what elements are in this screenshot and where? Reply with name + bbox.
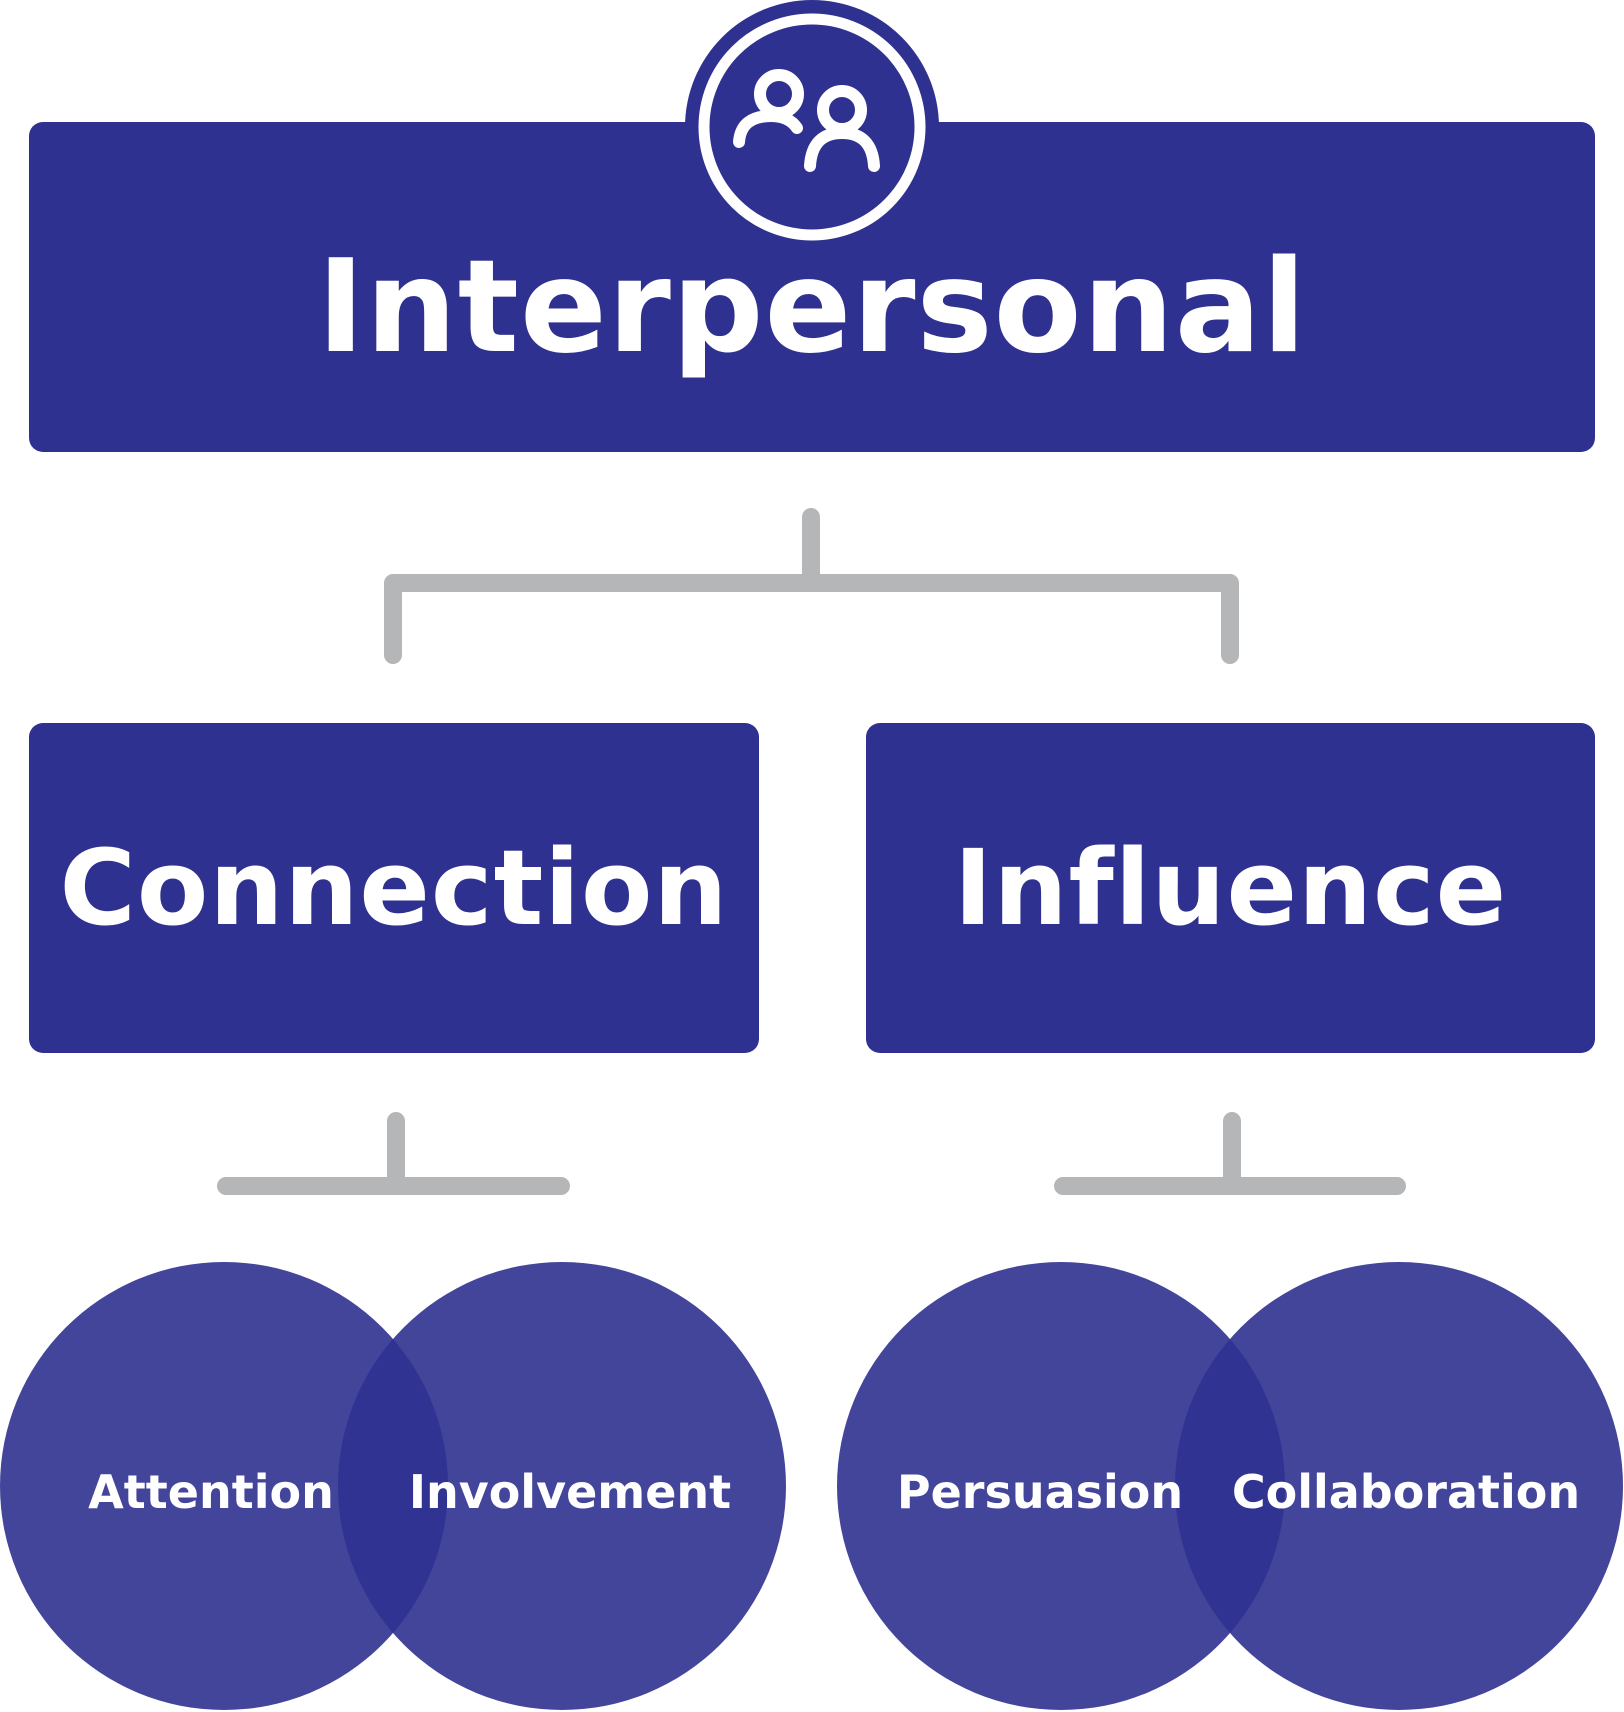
branch-box-influence: Influence (866, 723, 1595, 1053)
influence-connector (1054, 1112, 1406, 1195)
label-involvement: Involvement (408, 1465, 732, 1519)
root-box-interpersonal: Interpersonal (29, 122, 1595, 452)
circle-collaboration (1175, 1262, 1623, 1710)
circle-involvement (338, 1262, 786, 1710)
root-connector (384, 508, 1239, 664)
people-icon (685, 0, 939, 254)
connection-connector (217, 1112, 570, 1195)
branch-box-connection: Connection (29, 723, 759, 1053)
label-collaboration: Collaboration (1231, 1465, 1581, 1519)
root-label: Interpersonal (317, 232, 1307, 382)
label-persuasion: Persuasion (896, 1465, 1184, 1519)
branch-label-connection: Connection (59, 827, 729, 949)
label-attention: Attention (88, 1465, 334, 1519)
branch-label-influence: Influence (953, 827, 1508, 949)
